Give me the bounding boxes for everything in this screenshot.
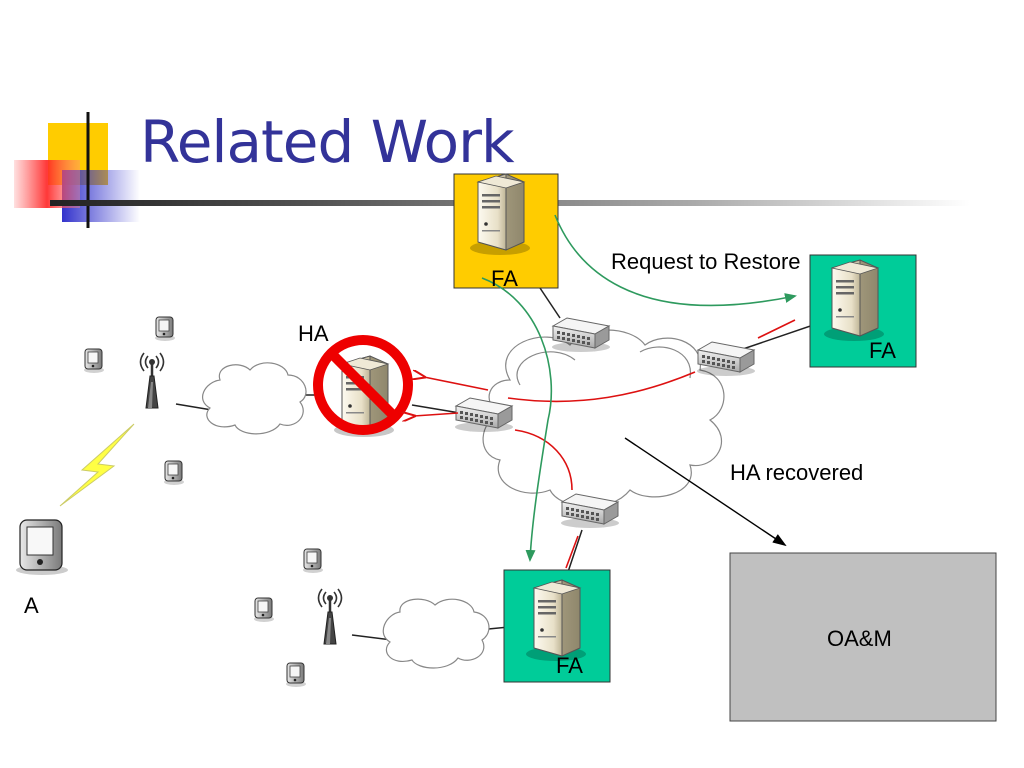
fa-right-label: FA <box>869 338 896 363</box>
ha-recovered-label: HA recovered <box>730 460 864 485</box>
oam-arrow <box>624 437 787 547</box>
core-network-cloud <box>482 329 725 508</box>
pda-icon <box>83 348 105 374</box>
pda-icon <box>154 316 176 342</box>
mobile-node-a-icon <box>16 519 68 575</box>
lightning-icon <box>59 423 135 507</box>
fault-path-bottom <box>514 429 573 491</box>
ha-label: HA <box>298 321 329 346</box>
fault-path-right-end <box>757 319 796 339</box>
request-to-restore-label: Request to Restore <box>611 249 801 274</box>
pda-icon <box>253 597 275 623</box>
restore-arrow-right <box>554 214 797 307</box>
pda-icon <box>302 548 324 574</box>
antenna-left-icon <box>139 351 165 410</box>
prohibited-icon <box>313 335 413 435</box>
access-cloud-bottom <box>382 598 490 669</box>
restore-arrow-bottom <box>481 277 553 562</box>
fault-path-right <box>507 371 696 403</box>
pda-icon <box>285 662 307 688</box>
fa-bottom-label: FA <box>556 653 583 678</box>
title-ornament <box>14 112 140 228</box>
router-top-icon <box>551 317 611 353</box>
antenna-bottom-icon <box>317 587 343 646</box>
slide-title: Related Work <box>140 108 515 176</box>
fault-path-bottom-end <box>565 535 579 569</box>
oam-box <box>729 552 997 722</box>
oam-label: OA&M <box>827 626 892 651</box>
access-cloud-left <box>202 362 307 435</box>
pda-icon <box>163 460 185 486</box>
fault-arrow-upper <box>424 377 489 391</box>
node-a-label: A <box>24 593 39 618</box>
fa-top-label: FA <box>491 266 518 291</box>
fault-arrow-lower <box>414 413 459 416</box>
